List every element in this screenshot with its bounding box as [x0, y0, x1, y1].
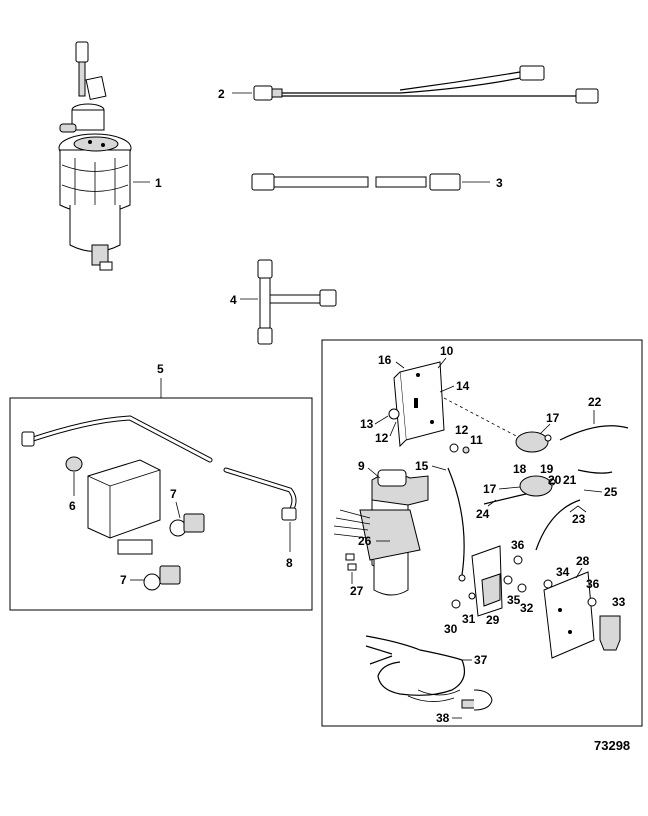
- leader-line: [569, 505, 587, 513]
- bolt-33: [599, 615, 621, 651]
- washer-36b: [587, 597, 597, 607]
- leader-line: [374, 415, 389, 425]
- leader-line: [367, 467, 381, 479]
- mount-block-28: [543, 571, 595, 659]
- callout-9: 9: [358, 459, 365, 473]
- callout-29: 29: [486, 613, 500, 627]
- leader-line: [431, 465, 447, 471]
- callout-6: 6: [69, 499, 76, 513]
- leader-line: [583, 489, 603, 493]
- callout-32: 32: [520, 601, 534, 615]
- callout-36b: 36: [586, 577, 600, 591]
- y-harness: [253, 65, 599, 104]
- leader-line: [437, 357, 447, 369]
- callout-20: 20: [548, 473, 562, 487]
- callout-12b: 12: [455, 423, 469, 437]
- callout-38: 38: [436, 711, 450, 725]
- callout-27: 27: [350, 584, 364, 598]
- callout-1: 1: [155, 176, 162, 190]
- t-harness: [257, 259, 337, 345]
- relay-upper: [515, 431, 552, 453]
- leader-line: [498, 486, 521, 490]
- washer-36a: [513, 555, 523, 565]
- callout-30: 30: [444, 622, 458, 636]
- callout-18: 18: [513, 462, 527, 476]
- kit-right-frame: [321, 339, 643, 727]
- wire-24: [483, 493, 527, 505]
- leader-line: [395, 361, 405, 369]
- callout-34: 34: [556, 565, 570, 579]
- alignment-line: [443, 397, 521, 439]
- screw-30: [451, 599, 461, 609]
- callout-26: 26: [358, 534, 372, 548]
- harness-37: [365, 635, 465, 696]
- callout-21: 21: [563, 473, 577, 487]
- callout-13: 13: [360, 417, 374, 431]
- washer-35: [503, 575, 513, 585]
- nut-32: [517, 583, 527, 593]
- leader-line: [575, 567, 583, 579]
- fitting-7a: [169, 513, 205, 537]
- cable-15: [447, 467, 465, 576]
- callout-31: 31: [462, 612, 476, 626]
- harness-37-coil: [407, 689, 461, 702]
- kit-5-hoses: [21, 415, 297, 521]
- callout-36a: 36: [511, 538, 525, 552]
- callout-33: 33: [612, 595, 626, 609]
- callout-12a: 12: [375, 431, 389, 445]
- callout-16: 16: [378, 353, 392, 367]
- callout-8: 8: [286, 556, 293, 570]
- washer-34: [543, 579, 553, 589]
- callout-3: 3: [496, 176, 503, 190]
- washer-13: [388, 408, 400, 420]
- cable-15-end: [458, 574, 466, 582]
- leader-line: [175, 501, 181, 519]
- washer-12: [449, 443, 459, 453]
- leader-line: [439, 385, 455, 393]
- callout-5: 5: [157, 362, 164, 376]
- callout-7b: 7: [120, 573, 127, 587]
- leader-line: [487, 499, 497, 507]
- callout-35: 35: [507, 593, 521, 607]
- wire-23b: [535, 499, 581, 551]
- clamp-38: [461, 689, 493, 711]
- callout-10: 10: [440, 344, 454, 358]
- kit-5-bracket: [87, 459, 161, 555]
- wire-22: [559, 425, 629, 441]
- bracket-29: [471, 545, 503, 617]
- figure-number: 73298: [594, 738, 630, 753]
- callout-25: 25: [604, 485, 618, 499]
- callout-17b: 17: [483, 482, 497, 496]
- washer-31: [468, 592, 476, 600]
- harness-37-leads: [365, 645, 393, 665]
- leader-line: [389, 421, 397, 437]
- mounting-bracket: [393, 361, 445, 448]
- nut-11: [462, 446, 470, 454]
- callout-4: 4: [230, 293, 237, 307]
- fitting-7b: [143, 565, 181, 591]
- kit-5-frame: [9, 397, 313, 611]
- callout-11: 11: [470, 433, 483, 447]
- callout-15: 15: [415, 459, 429, 473]
- relay-lower: [519, 475, 556, 497]
- callout-14: 14: [456, 379, 470, 393]
- fuel-filter-assembly: [58, 41, 132, 271]
- plug-fitting: [65, 456, 83, 472]
- callout-24: 24: [476, 507, 490, 521]
- callout-28: 28: [576, 554, 590, 568]
- callout-2: 2: [218, 87, 225, 101]
- leader-line: [539, 423, 551, 435]
- callout-22: 22: [588, 395, 602, 409]
- callout-19: 19: [540, 462, 554, 476]
- extension-harness: [251, 173, 461, 191]
- callout-23: 23: [572, 512, 586, 526]
- callout-17a: 17: [546, 411, 560, 425]
- wire-23a: [577, 469, 613, 474]
- callout-37: 37: [474, 653, 488, 667]
- pump-assembly: [333, 469, 429, 596]
- callout-7a: 7: [170, 487, 177, 501]
